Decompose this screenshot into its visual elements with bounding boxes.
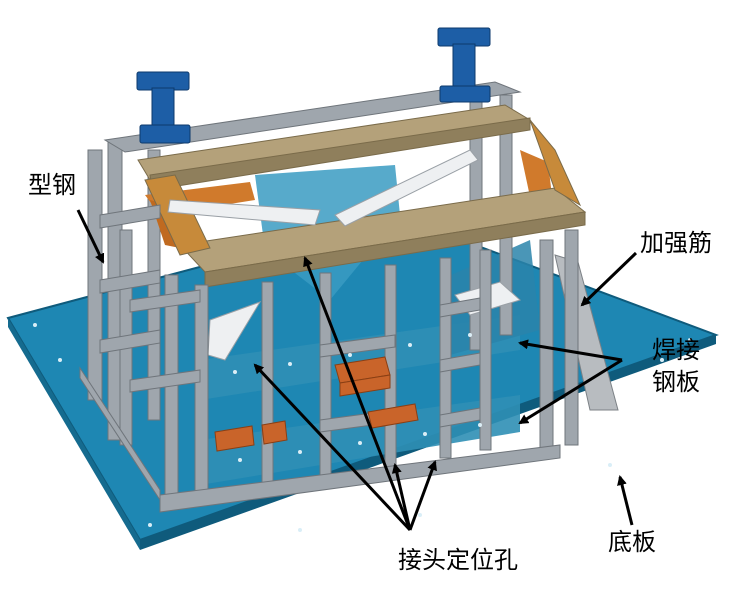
blue-bracket-left (136, 71, 191, 144)
annotation-arrows (76, 209, 638, 532)
label-base-plate: 底板 (608, 528, 656, 556)
orange-blocks (214, 356, 419, 452)
label-welded-plate: 焊接 钢板 (652, 334, 700, 398)
front-frame (79, 149, 579, 513)
joint-locating-holes (233, 333, 482, 462)
label-section-steel: 型钢 (28, 171, 76, 199)
label-welded-plate-line1: 焊接 (652, 336, 700, 364)
arrow-holes-1 (303, 256, 412, 531)
label-welded-plate-line2: 钢板 (652, 368, 700, 396)
arrow-welded-plate-2 (518, 358, 623, 425)
arrow-stiffener (580, 251, 638, 307)
top-beams (137, 104, 587, 288)
arrow-base-plate (617, 475, 634, 526)
label-stiffener: 加强筋 (640, 229, 712, 257)
blue-bracket-right (437, 27, 491, 103)
diagonal-braces (167, 149, 521, 361)
arrow-holes-4 (408, 460, 437, 531)
arrow-section-steel (76, 209, 105, 264)
arrow-holes-2 (253, 363, 412, 532)
arrow-welded-plate-1 (518, 339, 623, 362)
label-joint-locating-holes: 接头定位孔 (398, 546, 518, 574)
arrow-holes-3 (391, 463, 412, 531)
